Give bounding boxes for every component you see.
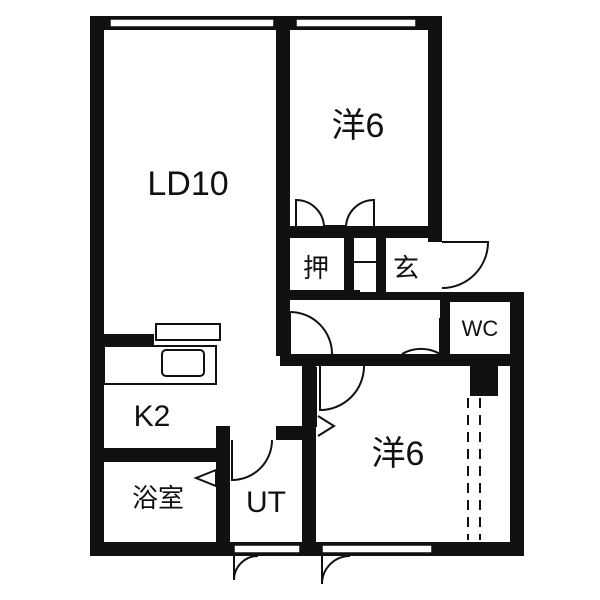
room-label-closet: 押 [303,253,329,283]
wall-bath-right [216,426,230,556]
wall-left [90,16,104,556]
window-south-bottom [321,544,433,554]
wall-right-upper [428,16,442,242]
door-west-north-left [295,198,325,227]
wall-entrance-bottom [356,292,440,300]
wall-ut-top-right [276,426,316,440]
room-label-bath: 浴室 [132,483,184,513]
door-corridor-ld [289,311,333,355]
wall-ld-west [276,16,290,356]
door-south-arrow [317,415,336,437]
door-south-room [319,365,365,412]
sink [161,349,205,377]
door-wc [401,318,441,356]
room-label-western-south: 洋6 [372,435,425,473]
room-label-western-north: 洋6 [332,107,385,145]
room-label-utility: UT [246,486,286,519]
wall-right-lower [510,292,524,556]
range-hood [155,323,221,341]
room-label-kitchen: K2 [134,400,171,433]
doors [193,198,490,585]
window-ld-top [109,18,275,28]
wall-entrance-left [376,238,386,298]
wall-wc-left [440,292,450,362]
wall-kitchen-bottom [90,448,230,462]
thin-lines [103,70,481,540]
door-bottom-left [233,555,259,581]
pillar-south [470,366,498,396]
wall-west-bottom [290,226,442,238]
door-entrance [441,241,490,289]
kitchen-counter [103,345,217,385]
wall-ut-south [302,366,316,556]
wall-ut-top [216,426,230,440]
wall-wc-top [440,292,524,302]
door-ut [231,439,273,482]
window-ut-bottom [233,544,301,554]
wall-closet-bottom [290,290,360,300]
interior-walls [90,16,512,556]
windows [109,18,433,554]
wall-corridor-bottom [280,354,512,366]
room-label-wc: WC [462,316,499,341]
door-west-north-right [345,198,375,227]
wall-kitchen-top [100,334,154,346]
room-label-entrance: 玄 [393,253,419,283]
room-label-ld: LD10 [147,165,228,203]
door-bottom-right [321,555,351,585]
sliding-door [305,367,317,427]
door-bath [193,468,217,488]
wall-closet-right [344,238,354,296]
window-west-top [295,18,417,28]
